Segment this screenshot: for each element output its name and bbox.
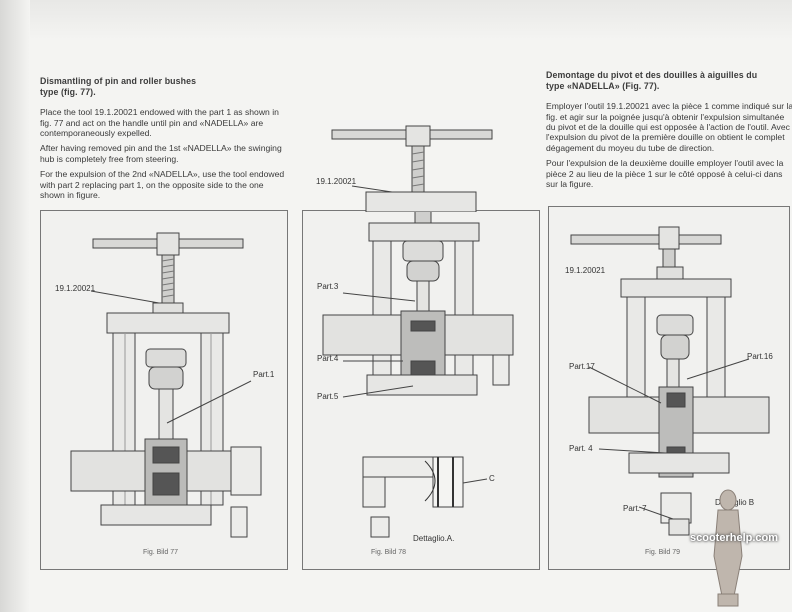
fig77-caption: Fig. Bild 77 (143, 549, 179, 556)
fig79-tool-label: 19.1.20021 (565, 266, 606, 275)
fig78-detail-label: Dettaglio.A. (413, 534, 454, 543)
left-paragraph-2: After having removed pin and the 1st «NA… (40, 143, 282, 164)
right-paragraph-2: Pour l'expulsion de la deuxième douille … (546, 158, 784, 190)
fig78-caption: Fig. Bild 78 (371, 549, 407, 556)
left-heading-line2: type (fig. 77). (40, 86, 96, 97)
fig78-part3-label: Part.3 (317, 282, 339, 291)
figure-77: 19.1.20021 Part.1 Fig. Bild 77 (40, 210, 288, 570)
page-shadow-left (0, 0, 30, 612)
fig77-tool-label: 19.1.20021 (55, 284, 96, 293)
fig79-part17-label: Part.17 (569, 362, 595, 371)
left-heading: Dismantling of pin and roller bushes typ… (40, 76, 290, 97)
left-paragraph-3: For the expulsion of the 2nd «NADELLA», … (40, 169, 285, 201)
watermark-statue-icon (713, 489, 743, 607)
figure-79: 19.1.20021 Part.17 Part.16 Part. 4 Part.… (548, 206, 790, 570)
figure-78-drawing: Part.3 Part.4 Part.5 C Dettaglio.A. (317, 128, 514, 543)
fig79-caption: Fig. Bild 79 (645, 549, 681, 556)
right-paragraph-1: Employer l'outil 19.1.20021 avec la pièc… (546, 101, 792, 153)
fig79-part7-label: Part. 7 (623, 504, 647, 513)
right-text-column: Demontage du pivot et des douilles à aig… (546, 70, 792, 194)
right-heading: Demontage du pivot et des douilles à aig… (546, 70, 792, 91)
fig78-part4-label: Part.4 (317, 354, 339, 363)
right-heading-line1: Demontage du pivot et des douilles à aig… (546, 70, 758, 80)
fig79-part4-label: Part. 4 (569, 444, 593, 453)
watermark-text: scooterhelp.com (690, 532, 779, 544)
right-heading-line2: type «NADELLA» (Fig. 77). (546, 80, 660, 91)
figure-79-drawing: 19.1.20021 Part.17 Part.16 Part. 4 Part.… (565, 226, 773, 536)
fig78-tool-label: 19.1.20021 (316, 177, 357, 186)
fig77-part1-label: Part.1 (253, 370, 275, 379)
figure-77-drawing: 19.1.20021 Part.1 (55, 232, 275, 538)
left-heading-line1: Dismantling of pin and roller bushes (40, 76, 197, 86)
fig79-part16-label: Part.16 (747, 352, 773, 361)
fig78-part5-label: Part.5 (317, 392, 339, 401)
figure-78-top-drawing: 19.1.20021 (316, 125, 493, 212)
page-shadow-top (0, 0, 792, 40)
figure-78: Part.3 Part.4 Part.5 C Dettaglio.A. Fig.… (302, 128, 540, 570)
left-text-column: Dismantling of pin and roller bushes typ… (40, 76, 290, 205)
left-paragraph-1: Place the tool 19.1.20021 endowed with t… (40, 107, 279, 138)
fig78-c-label: C (489, 474, 495, 483)
